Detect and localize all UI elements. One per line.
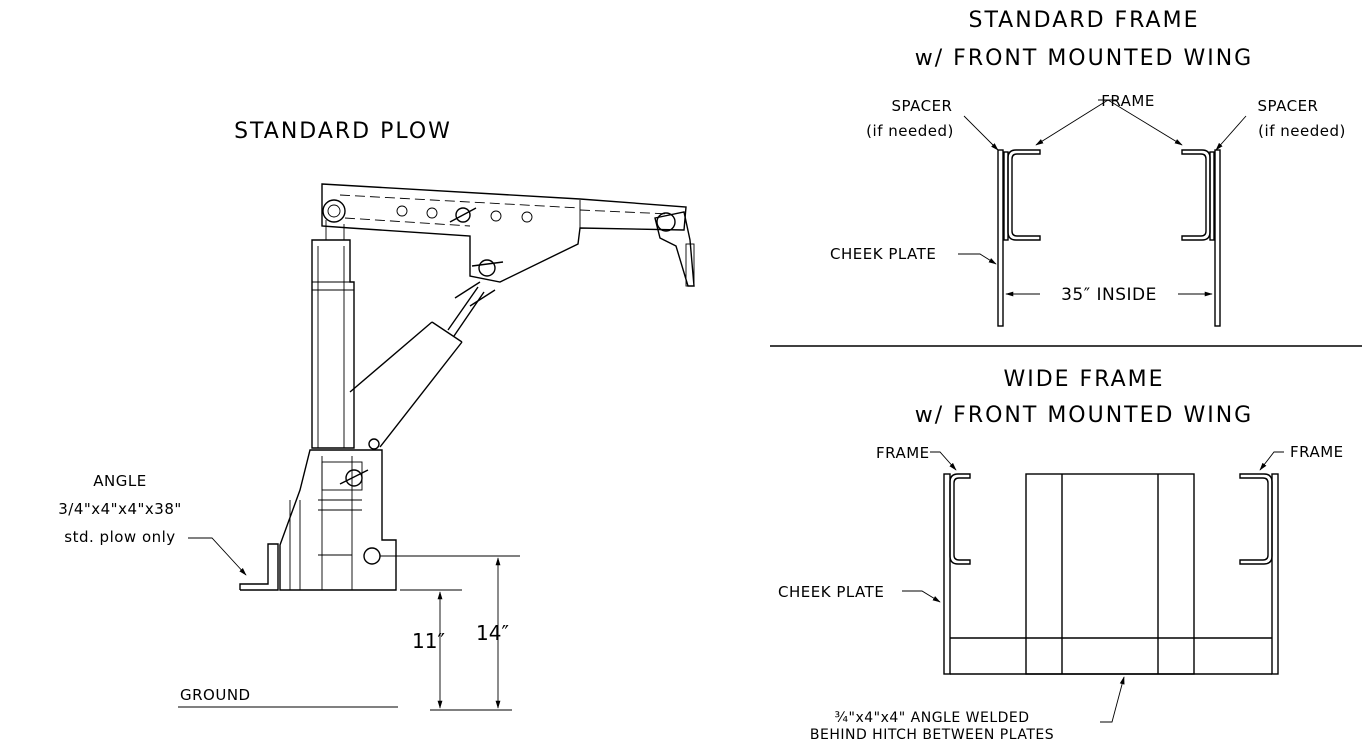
wide-right-cheek-plate xyxy=(1271,473,1279,675)
angle-leader xyxy=(188,537,247,576)
plow-boom xyxy=(321,183,687,283)
spacer-right-label-1: SPACER xyxy=(1258,97,1319,115)
angle-welded-note-1: ¾"x4"x4" ANGLE WELDED xyxy=(834,710,1029,726)
wide-right-channel xyxy=(1239,473,1273,565)
spacer-left-label-2: (if needed) xyxy=(866,122,954,140)
standard-frame-view: STANDARD FRAME w/ FRONT MOUNTED WING SPA… xyxy=(830,8,1346,327)
angle-welded-note-2: BEHIND HITCH BETWEEN PLATES xyxy=(810,727,1054,743)
angle-label-line2: 3/4"x4"x4"x38" xyxy=(58,500,182,518)
standard-plow-title: STANDARD PLOW xyxy=(234,119,452,144)
standard-frame-title-2: w/ FRONT MOUNTED WING xyxy=(915,46,1253,71)
wide-hitch-block xyxy=(950,473,1272,675)
wide-frame-title-1: WIDE FRAME xyxy=(1003,367,1164,392)
wide-frame-left-label: FRAME xyxy=(876,444,930,462)
std-left-frame-assembly xyxy=(997,149,1041,327)
inside-dimension-label: 35″ INSIDE xyxy=(1061,285,1157,305)
angle-label-line3: std. plow only xyxy=(64,528,175,546)
spacer-left-label-1: SPACER xyxy=(892,97,953,115)
wide-cheek-plate-label: CHEEK PLATE xyxy=(778,583,884,601)
standard-frame-title-1: STANDARD FRAME xyxy=(968,8,1199,33)
angle-iron xyxy=(239,543,279,591)
hydraulic-cylinder xyxy=(349,281,496,450)
plow-hinge-bracket xyxy=(654,211,695,287)
ground-label: GROUND xyxy=(180,686,251,704)
std-right-frame-assembly xyxy=(1181,149,1221,327)
angle-label-line1: ANGLE xyxy=(93,472,146,490)
frame-label-top: FRAME xyxy=(1101,92,1155,110)
dimension-11: 11″ xyxy=(412,629,445,653)
dimension-lines xyxy=(380,555,520,711)
wide-left-channel xyxy=(949,473,971,565)
standard-plow-view: STANDARD PLOW xyxy=(58,119,695,711)
plow-vertical-post xyxy=(311,220,355,449)
wide-frame-title-2: w/ FRONT MOUNTED WING xyxy=(915,403,1253,428)
wide-frame-view: WIDE FRAME w/ FRONT MOUNTED WING FRAME F… xyxy=(778,367,1344,743)
wide-frame-right-label: FRAME xyxy=(1290,443,1344,461)
angle-welded-leader xyxy=(1100,676,1125,723)
spacer-right-label-2: (if needed) xyxy=(1258,122,1346,140)
plow-base-mount xyxy=(279,449,397,591)
std-cheek-plate-label: CHEEK PLATE xyxy=(830,245,936,263)
wide-left-cheek-plate xyxy=(943,473,951,675)
dimension-14: 14″ xyxy=(476,621,509,645)
